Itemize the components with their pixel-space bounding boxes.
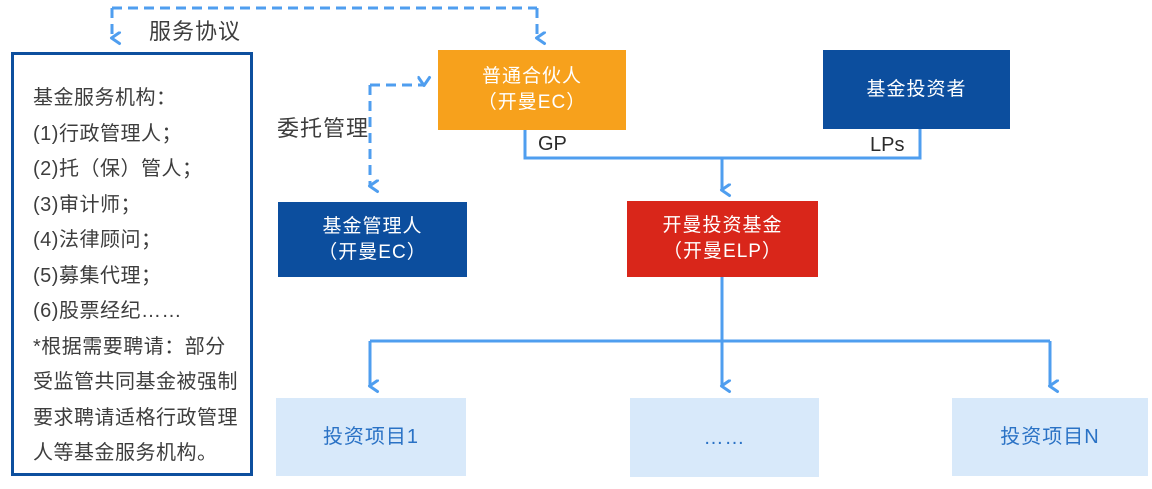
general-partner-node: 普通合伙人 （开曼EC）: [438, 50, 626, 130]
gp-label: GP: [538, 133, 567, 155]
fund-service-providers-box: 基金服务机构： (1)行政管理人； (2)托（保）管人； (3)审计师； (4)…: [11, 52, 253, 476]
investment-project-ellipsis-node: ……: [630, 398, 819, 477]
service-box-line: (2)托（保）管人；: [33, 158, 203, 180]
fund-investors-node: 基金投资者: [823, 50, 1010, 129]
fund-manager-name: 基金管理人: [322, 215, 423, 237]
service-box-line: (4)法律顾问；: [33, 229, 162, 251]
investment-project-1-node: 投资项目1: [276, 398, 466, 476]
service-box-note: 要求聘请适格行政管理: [33, 406, 238, 429]
investment-project-n-label: 投资项目N: [1000, 426, 1100, 448]
service-box-line: (1)行政管理人；: [33, 122, 182, 145]
fund-investors-name: 基金投资者: [866, 78, 967, 100]
fund-manager-node: 基金管理人 （开曼EC）: [278, 202, 467, 277]
cayman-fund-name: 开曼投资基金: [662, 215, 783, 236]
service-box-note: *根据需要聘请：部分: [33, 335, 226, 358]
service-box-line: (5)募集代理；: [33, 264, 162, 287]
lps-label: LPs: [870, 134, 905, 156]
service-box-note: 人等基金服务机构。: [33, 442, 218, 464]
service-box-line: (3)审计师；: [33, 193, 141, 216]
entrusted-management-label: 委托管理: [277, 116, 370, 141]
service-box-title: 基金服务机构：: [33, 87, 177, 109]
cayman-fund-entity: （开曼ELP）: [663, 241, 782, 262]
investment-project-n-node: 投资项目N: [952, 398, 1148, 476]
general-partner-entity: （开曼EC）: [477, 92, 587, 113]
investment-project-1-label: 投资项目1: [322, 426, 420, 448]
investment-project-ellipsis-label: ……: [703, 426, 746, 449]
service-box-note: 受监管共同基金被强制: [33, 371, 238, 393]
service-box-line: (6)股票经纪……: [33, 300, 182, 322]
fund-manager-entity: （开曼EC）: [318, 241, 427, 263]
cayman-fund-node: 开曼投资基金 （开曼ELP）: [627, 201, 818, 277]
general-partner-name: 普通合伙人: [481, 66, 582, 87]
service-agreement-label: 服务协议: [149, 19, 242, 44]
